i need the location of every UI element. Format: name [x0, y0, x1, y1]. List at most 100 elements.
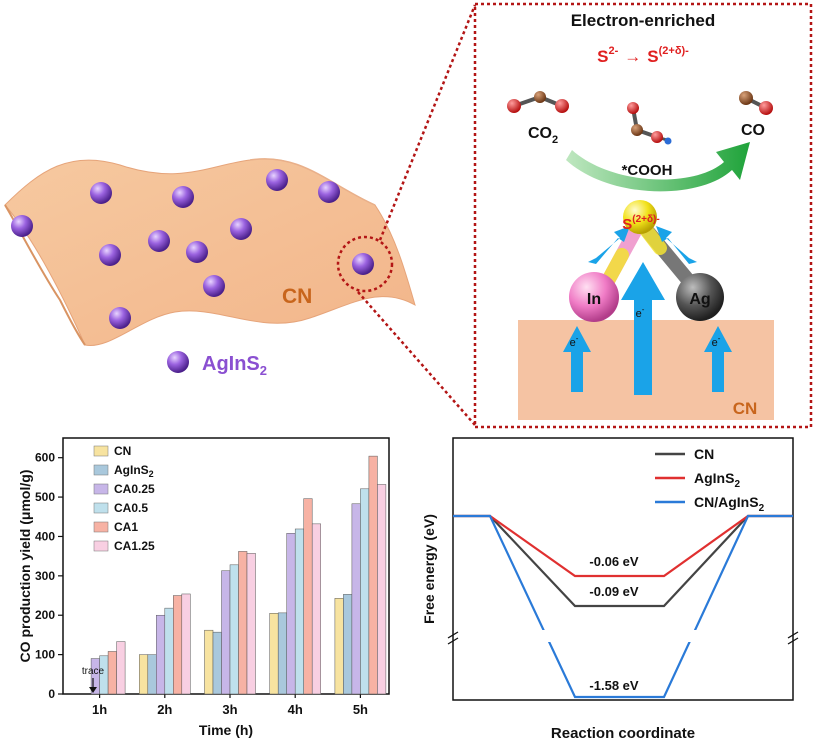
y-tick-label: 100	[35, 648, 55, 662]
ag-label: Ag	[689, 291, 710, 308]
aginS2-nanoparticle	[352, 253, 374, 275]
zoom-panel: Electron-enriched S2-→S(2+δ)- CO2 *COOH	[473, 2, 813, 429]
y-axis-label: CO production yield (μmol/g)	[17, 470, 33, 663]
legend-label: CA0.25	[114, 482, 155, 496]
in-label: In	[587, 291, 601, 308]
legend-label: CA0.5	[114, 501, 148, 515]
electron-label-center: e-	[636, 305, 645, 320]
bar	[116, 641, 126, 695]
aginS2-nanoparticle	[203, 275, 225, 297]
axis-break	[787, 631, 799, 639]
aginS2-nanoparticle	[99, 244, 121, 266]
legend-label: CA1	[114, 520, 138, 534]
legend-swatch	[93, 502, 109, 514]
sheet-label: CN	[282, 285, 312, 308]
axis-break	[447, 631, 459, 639]
y-tick-label: 500	[35, 490, 55, 504]
bar	[173, 595, 183, 695]
y-tick-label: 600	[35, 451, 55, 465]
reaction-arrow	[566, 142, 750, 192]
legend-label: CN	[114, 444, 131, 458]
y-tick-label: 300	[35, 569, 55, 583]
cn-sheet-schematic	[4, 158, 416, 346]
bar	[334, 598, 344, 695]
plot-frame	[452, 437, 794, 701]
electron-arrows	[563, 226, 732, 395]
bar	[221, 570, 231, 695]
bar	[238, 551, 248, 695]
aginS2-nanoparticle	[11, 215, 33, 237]
legend-swatch	[93, 445, 109, 457]
cn-sheet	[4, 158, 416, 346]
bar	[286, 533, 296, 695]
bar	[277, 612, 287, 695]
bar	[343, 594, 353, 695]
trace-arrowhead	[89, 687, 97, 693]
energy-value-label: -1.58 eV	[589, 678, 638, 693]
x-axis-label: Reaction coordinate	[551, 725, 695, 742]
x-tick-label: 3h	[222, 702, 237, 717]
panel-title: Electron-enriched	[571, 11, 716, 30]
bar	[311, 523, 321, 695]
bar	[204, 629, 214, 695]
sulfur-formula: S2-→S(2+δ)-	[597, 45, 689, 66]
zoom-connector-bottom	[357, 291, 476, 426]
energy-profile-line	[453, 514, 793, 699]
bar	[246, 553, 256, 695]
bar	[368, 455, 378, 695]
aginS2-nanoparticle	[148, 230, 170, 252]
co-molecule	[739, 91, 773, 115]
aginS2-nanoparticle	[186, 241, 208, 263]
x-tick-label: 1h	[92, 702, 107, 717]
y-axis-label: Free energy (eV)	[421, 514, 437, 624]
in-atom	[569, 272, 619, 322]
line-break-gap	[528, 630, 558, 642]
bar	[164, 607, 174, 695]
zoom-connector-top	[378, 4, 477, 241]
ag-atom	[676, 273, 724, 321]
co2-molecule	[507, 91, 569, 113]
bar	[229, 564, 239, 695]
legend-label: AgInS2	[114, 463, 154, 479]
x-tick-label: 5h	[353, 702, 368, 717]
x-axis-label: Time (h)	[199, 722, 253, 738]
cooh-label: *COOH	[622, 162, 673, 179]
legend-label: CN/AgInS2	[694, 494, 765, 514]
aginS2-nanoparticle	[230, 218, 252, 240]
bar	[212, 631, 222, 695]
aginS2-nanoparticle	[109, 307, 131, 329]
y-tick-label: 0	[48, 687, 55, 701]
bar	[351, 503, 361, 695]
co2-label: CO2	[528, 125, 558, 146]
legend-label: AgInS2	[202, 353, 267, 378]
x-tick-label: 2h	[157, 702, 172, 717]
y-tick-label: 400	[35, 529, 55, 543]
legend-swatch	[93, 540, 109, 552]
substrate-label: CN	[733, 399, 758, 418]
bar	[181, 593, 191, 695]
aginS2-nanoparticle	[318, 181, 340, 203]
legend-label: CN	[694, 446, 714, 462]
aginS2-nanoparticles	[11, 169, 374, 329]
electron-label-right: e-	[712, 334, 721, 349]
free-energy-diagram: -0.06 eV-0.09 eV-1.58 eVCNAgInS2CN/AgInS…	[421, 437, 799, 742]
bar	[147, 654, 157, 695]
co-label: CO	[741, 122, 765, 139]
electron-label-left: e-	[570, 334, 579, 349]
aginS2-nanoparticle	[172, 186, 194, 208]
legend-swatch	[93, 464, 109, 476]
aginS2-nanoparticle	[266, 169, 288, 191]
bar	[139, 654, 149, 695]
zoom-circle	[336, 235, 394, 293]
bar	[360, 488, 370, 695]
axis-break	[447, 637, 459, 645]
bar	[377, 484, 387, 695]
s-label: S(2+δ)-	[622, 214, 659, 233]
y-tick-label: 200	[35, 608, 55, 622]
x-tick-label: 4h	[288, 702, 303, 717]
trace-annotation: trace	[82, 666, 105, 677]
legend-swatch	[93, 483, 109, 495]
bar	[107, 651, 117, 695]
legend-label: CA1.25	[114, 539, 155, 553]
bar	[269, 613, 279, 695]
